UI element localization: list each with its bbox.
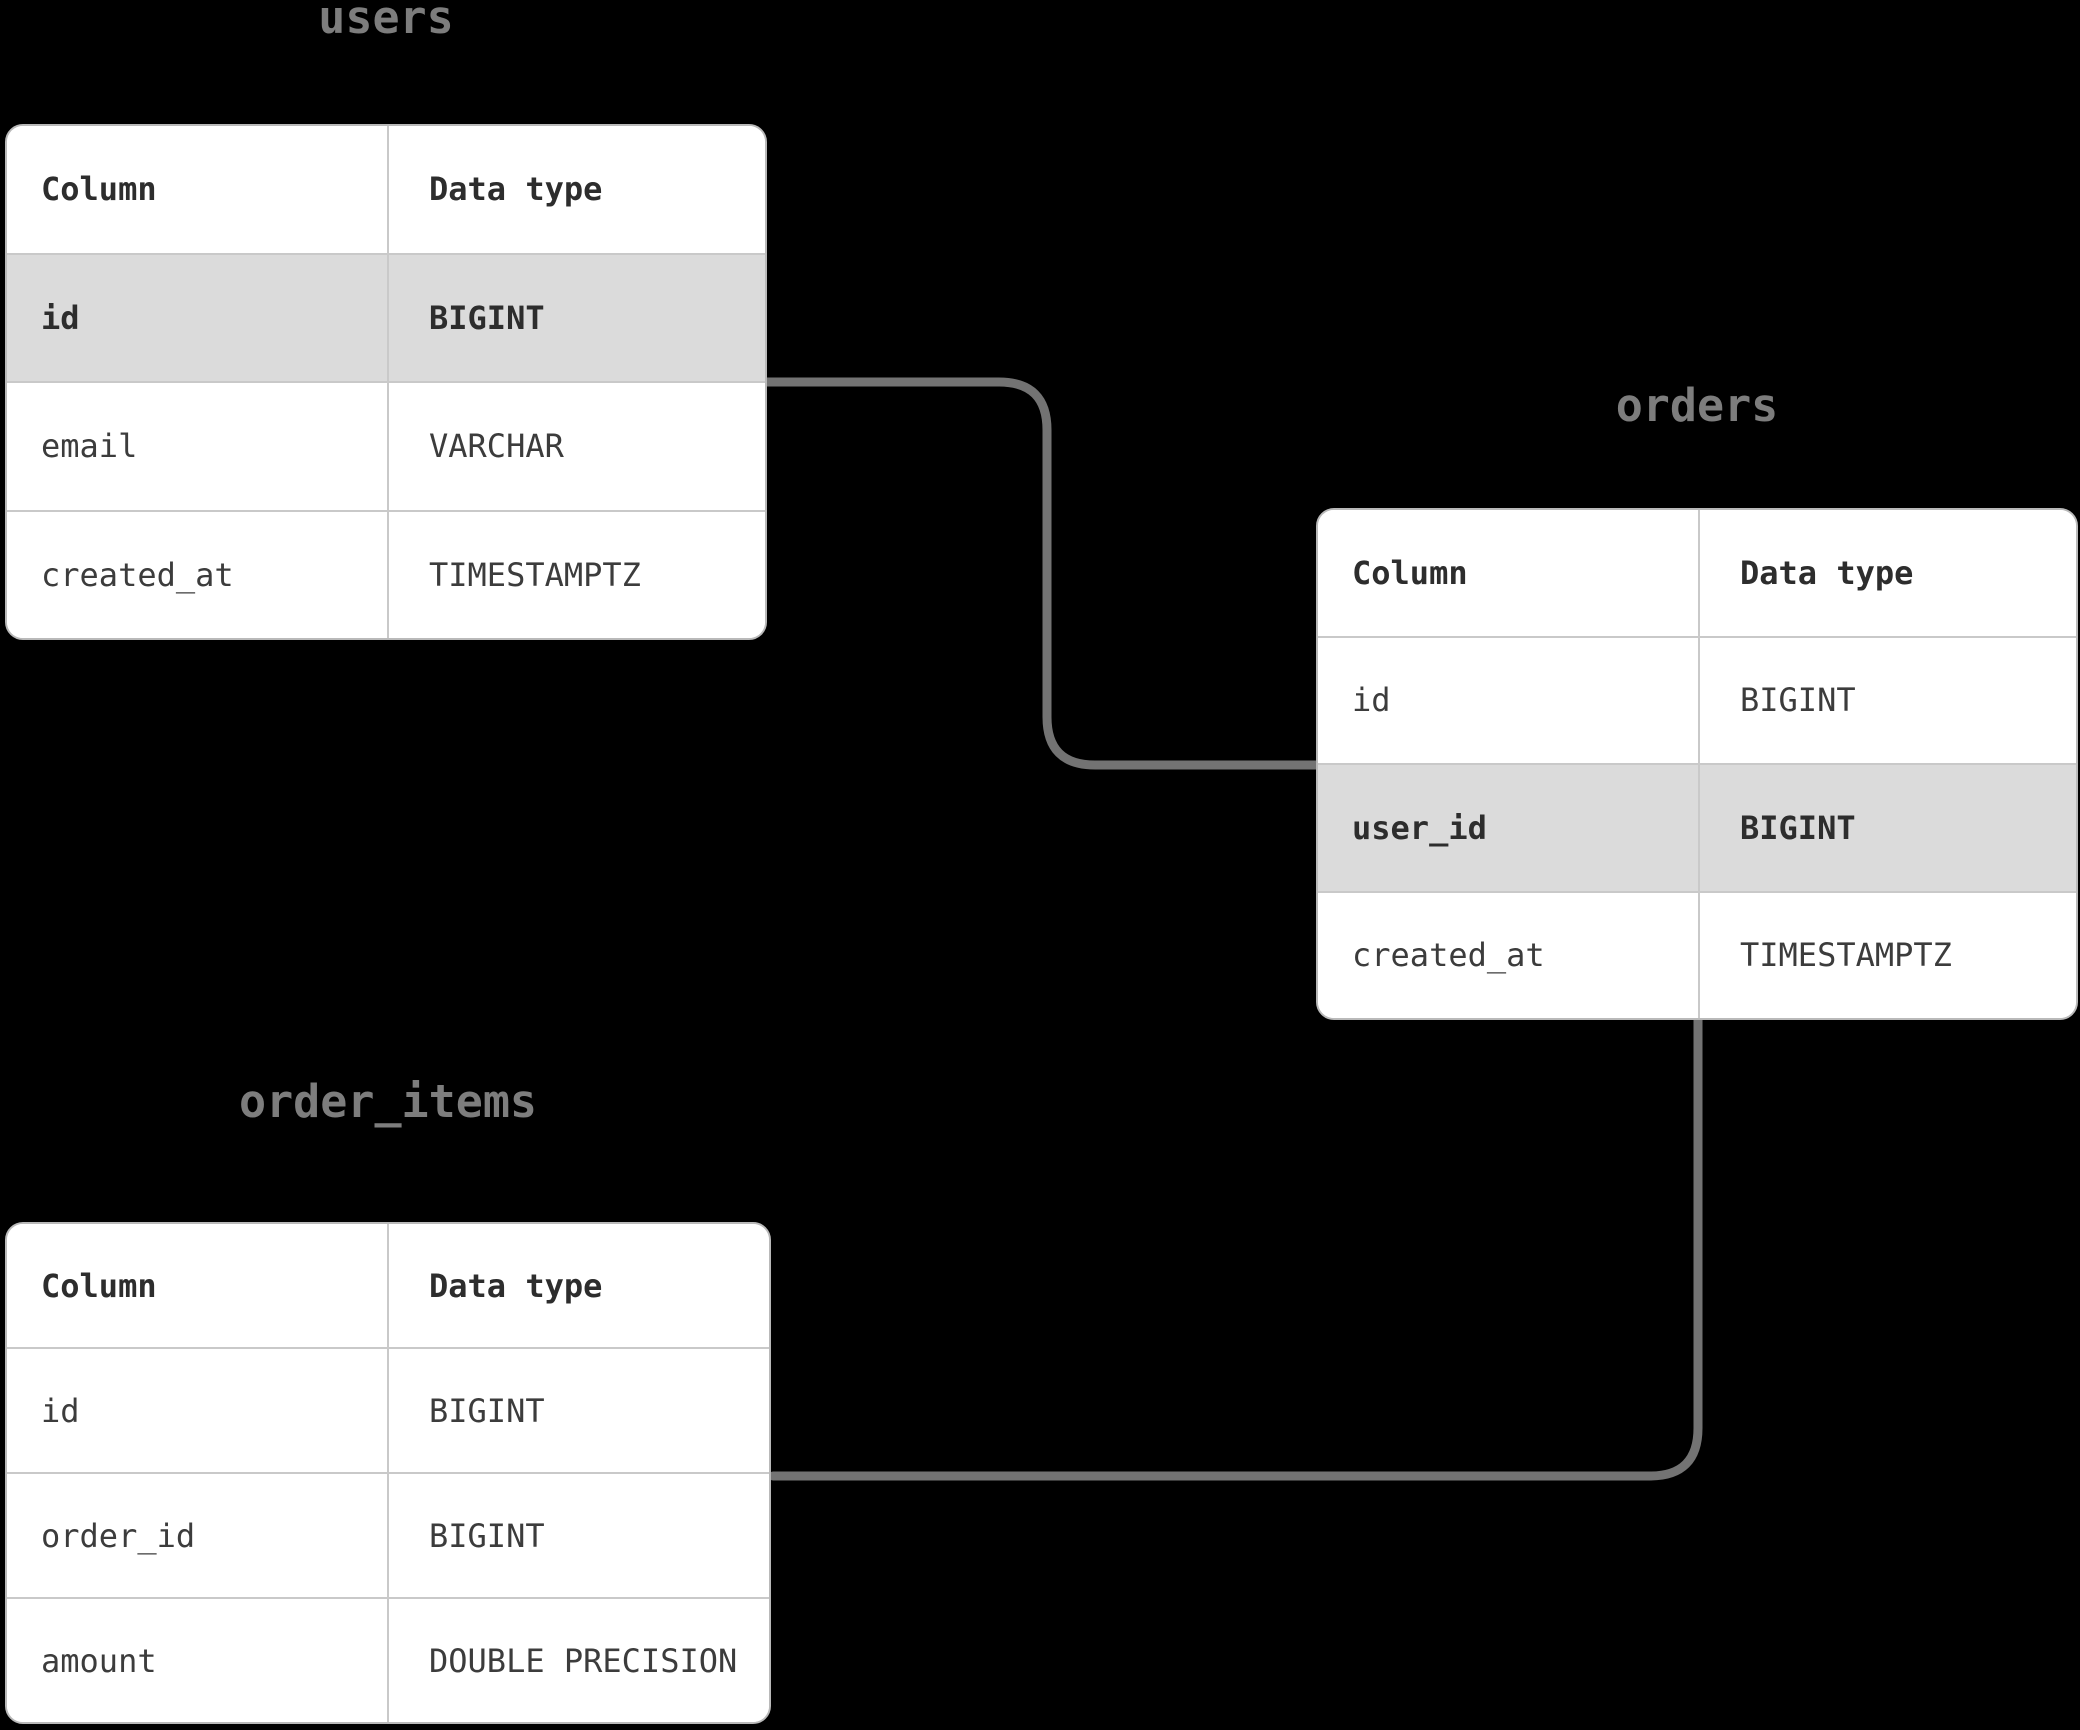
data-type-cell: TIMESTAMPTZ bbox=[387, 511, 765, 638]
column-name-cell: id bbox=[1352, 681, 1391, 720]
table-row-user-id: user_id BIGINT bbox=[1318, 763, 2076, 891]
table-header-row: Column Data type bbox=[7, 126, 765, 253]
column-name-cell: created_at bbox=[41, 555, 234, 594]
data-type-cell: VARCHAR bbox=[387, 383, 765, 510]
data-type-cell: BIGINT bbox=[1698, 637, 2076, 763]
table-row-id: id BIGINT bbox=[1318, 635, 2076, 763]
data-type-cell: BIGINT bbox=[387, 254, 765, 381]
table-card-order-items: Column Data type id BIGINT order_id BIGI… bbox=[5, 1222, 771, 1724]
data-type-header-cell: Data type bbox=[387, 126, 765, 253]
table-row-email: email VARCHAR bbox=[7, 381, 765, 510]
column-name-cell: amount bbox=[41, 1641, 157, 1680]
column-header-cell: Column bbox=[41, 170, 157, 209]
data-type-cell: BIGINT bbox=[387, 1474, 769, 1597]
column-name-cell: order_id bbox=[41, 1516, 196, 1555]
table-row-created-at: created_at TIMESTAMPTZ bbox=[7, 509, 765, 638]
column-header-cell: Column bbox=[1352, 553, 1468, 592]
table-row-id: id BIGINT bbox=[7, 1347, 769, 1472]
column-name-cell: email bbox=[41, 427, 138, 466]
data-type-header-cell: Data type bbox=[387, 1224, 769, 1347]
data-type-cell: BIGINT bbox=[1698, 765, 2076, 891]
connector-orders-to-order-items-order-id bbox=[768, 1011, 1703, 1481]
column-name-cell: id bbox=[41, 1391, 80, 1430]
table-row-amount: amount DOUBLE PRECISION bbox=[7, 1597, 769, 1722]
data-type-cell: BIGINT bbox=[387, 1349, 769, 1472]
connector-users-id-to-orders-user-id bbox=[760, 377, 1325, 770]
column-name-cell: created_at bbox=[1352, 936, 1545, 975]
table-card-orders: Column Data type id BIGINT user_id BIGIN… bbox=[1316, 508, 2078, 1020]
table-row-order-id: order_id BIGINT bbox=[7, 1472, 769, 1597]
table-card-users: Column Data type id BIGINT email VARCHAR… bbox=[5, 124, 767, 640]
data-type-header-cell: Data type bbox=[1698, 510, 2076, 636]
data-type-cell: DOUBLE PRECISION bbox=[387, 1599, 769, 1722]
data-type-cell: TIMESTAMPTZ bbox=[1698, 892, 2076, 1018]
table-header-row: Column Data type bbox=[1318, 510, 2076, 636]
table-title-order-items: order_items bbox=[238, 1075, 537, 1128]
column-header-cell: Column bbox=[41, 1266, 157, 1305]
table-title-users: users bbox=[318, 0, 454, 44]
table-title-orders: orders bbox=[1615, 379, 1779, 432]
table-header-row: Column Data type bbox=[7, 1224, 769, 1347]
table-row-created-at: created_at TIMESTAMPTZ bbox=[1318, 890, 2076, 1018]
column-name-cell: id bbox=[41, 298, 80, 337]
table-row-id: id BIGINT bbox=[7, 252, 765, 381]
column-name-cell: user_id bbox=[1352, 808, 1487, 847]
